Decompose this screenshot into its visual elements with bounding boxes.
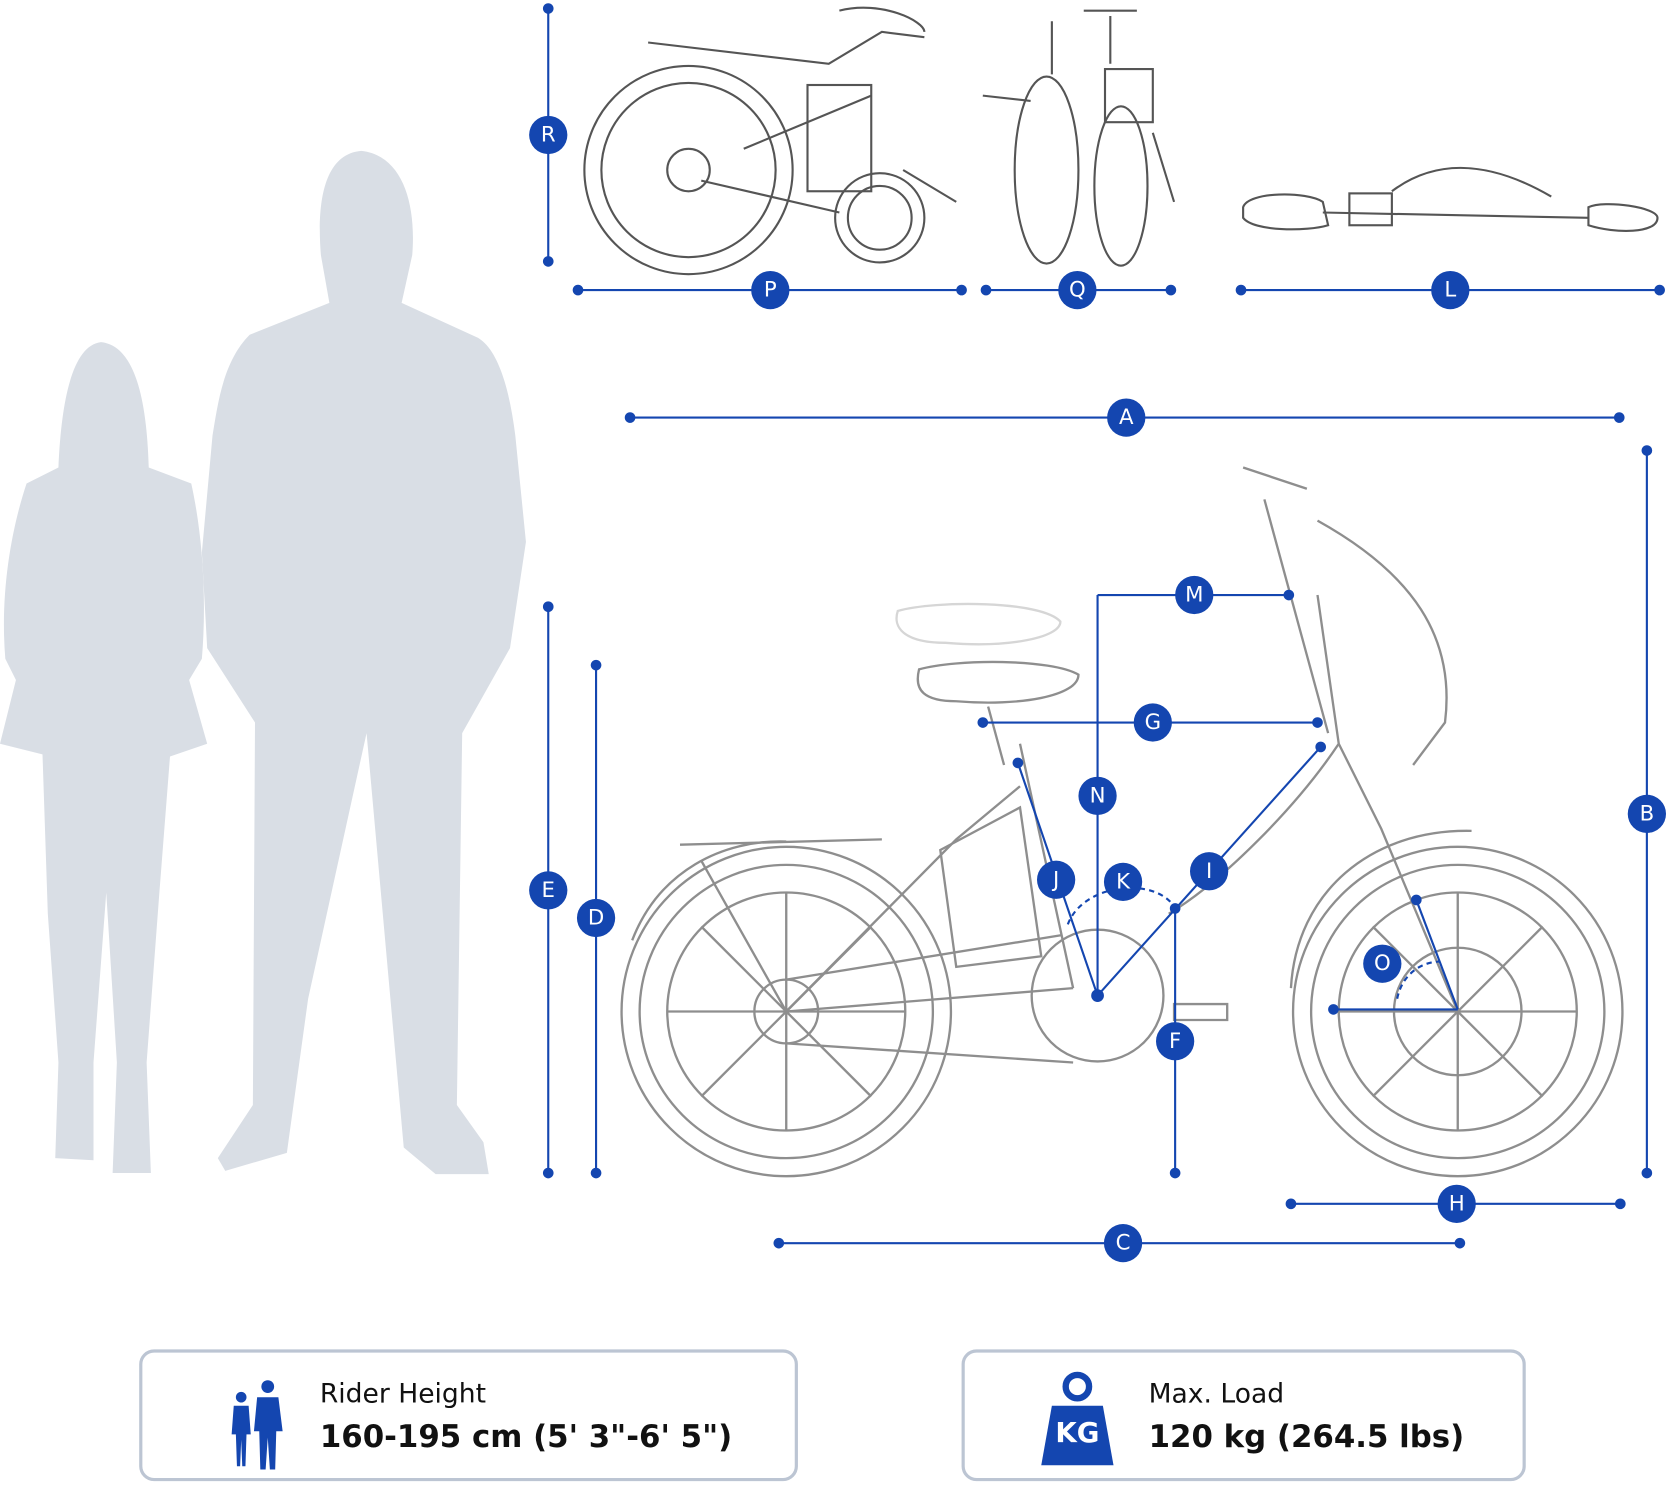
marker-k: K [1103,862,1143,901]
marker-a: A [1107,398,1146,437]
svg-text:H: H [1449,1191,1465,1216]
svg-text:J: J [1051,867,1059,892]
marker-f: F [1156,1022,1195,1061]
diagram-canvas: R P Q L A B E D C H F M N G J K I O [0,3,1666,1263]
rider-height-value: 160-195 cm (5' 3"-6' 5") [319,1418,733,1455]
marker-q: Q [1058,270,1097,310]
marker-d: D [576,898,616,938]
marker-i: I [1190,852,1229,891]
marker-r: R [529,115,568,155]
marker-l: L [1431,270,1470,310]
handlebar-top-view [1242,166,1659,232]
rider-height-card: Rider Height 160-195 cm (5' 3"-6' 5") [139,1349,798,1482]
rear-fender [631,840,787,941]
svg-text:O: O [1374,951,1391,976]
svg-text:R: R [541,122,556,147]
seat [916,660,1080,766]
pedal [1172,1002,1229,1022]
rider-height-title: Rider Height [319,1378,487,1409]
svg-text:M: M [1185,583,1203,608]
marker-b: B [1627,794,1666,833]
man-silhouette [201,150,526,1175]
svg-text:Q: Q [1069,278,1086,303]
folded-bike-side-view [583,6,957,276]
dimension-markers: R P Q L A B E D C H F M N G J K I O [529,115,1666,1263]
marker-j: J [1037,860,1076,899]
svg-text:I: I [1206,859,1212,884]
svg-text:K: K [1116,869,1131,894]
svg-text:E: E [542,878,555,903]
svg-text:F: F [1169,1029,1181,1054]
rear-wheel [620,845,953,1178]
seat-raised [895,602,1062,646]
battery [939,805,1043,969]
handlebar-stem [1242,466,1448,766]
max-load-title: Max. Load [1148,1378,1285,1409]
people-silhouettes [0,150,526,1175]
bike-side-view [620,466,1624,1178]
marker-m: M [1175,575,1214,615]
svg-text:KG: KG [1055,1416,1099,1449]
svg-text:D: D [588,906,604,931]
front-fender [1289,829,1472,989]
people-icon [231,1380,283,1470]
chain [786,933,1074,1064]
marker-c: C [1103,1224,1143,1263]
svg-text:G: G [1145,710,1161,735]
woman-silhouette [0,342,208,1173]
kg-weight-icon: KG [1041,1371,1114,1466]
svg-text:L: L [1444,278,1456,303]
max-load-card: KG Max. Load 120 kg (264.5 lbs) [961,1349,1526,1482]
marker-e: E [529,871,568,910]
svg-text:N: N [1090,783,1106,808]
marker-p: P [751,270,790,310]
marker-g: G [1133,703,1172,742]
marker-h: H [1437,1184,1476,1223]
svg-text:C: C [1116,1231,1131,1256]
marker-n: N [1078,776,1117,815]
svg-text:B: B [1640,801,1655,826]
folded-bike-front-view [982,9,1176,267]
marker-o: O [1363,944,1402,983]
max-load-value: 120 kg (264.5 lbs) [1148,1418,1465,1455]
svg-text:P: P [764,278,777,303]
svg-text:A: A [1119,405,1134,430]
